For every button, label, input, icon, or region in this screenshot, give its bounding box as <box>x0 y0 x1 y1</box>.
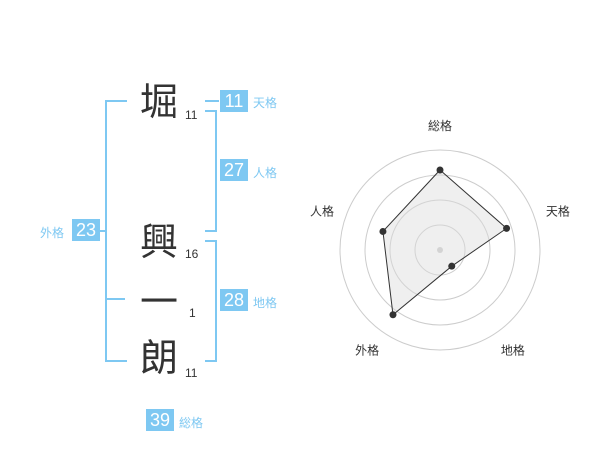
jinkaku-bracket <box>205 110 217 232</box>
radar-point-4 <box>389 311 397 319</box>
name-char-3: 一 <box>140 280 179 324</box>
stroke-count-2: 16 <box>185 247 199 261</box>
gaikaku-value-box: 23 <box>72 219 100 241</box>
gaikaku-bracket <box>105 100 127 362</box>
radar-axis-label-5: 人格 <box>310 204 334 219</box>
radar-grid-ring <box>389 199 491 301</box>
gaikaku-split <box>105 298 125 300</box>
soukaku-value-box: 39 <box>146 409 174 431</box>
radar-axis-label-4: 外格 <box>355 342 379 357</box>
radar-point-5 <box>379 227 387 235</box>
stroke-count-4: 11 <box>185 366 198 380</box>
gaikaku-connector <box>98 230 106 232</box>
radar-point-2 <box>503 224 511 232</box>
jinkaku-label: 人格 <box>253 166 278 180</box>
radar-point-1 <box>436 166 444 174</box>
radar-data-polygon <box>382 169 508 316</box>
radar-point-3 <box>448 262 456 270</box>
chikaku-bracket <box>205 240 217 362</box>
name-char-1: 堀 <box>140 80 179 124</box>
tenkaku-label: 天格 <box>253 96 278 110</box>
soukaku-label: 総格 <box>179 416 204 430</box>
chikaku-value-box: 28 <box>220 289 248 311</box>
radar-axis-label-3: 地格 <box>501 342 525 357</box>
name-char-4: 朗 <box>140 336 179 380</box>
radar-center-dot <box>437 247 443 253</box>
gaikaku-label: 外格 <box>40 226 65 240</box>
jinkaku-value-box: 27 <box>220 159 248 181</box>
stroke-count-1: 11 <box>185 108 198 122</box>
name-char-2: 興 <box>140 220 179 264</box>
tenkaku-value-box: 11 <box>220 90 248 112</box>
radar-grid-ring <box>364 174 516 326</box>
stroke-count-3: 1 <box>189 306 196 320</box>
radar-grid-ring <box>414 224 466 276</box>
radar-axis-label-1: 総格 <box>428 118 452 133</box>
radar-axis-label-2: 天格 <box>546 204 570 219</box>
tenkaku-line <box>205 100 219 102</box>
chikaku-label: 地格 <box>253 296 278 310</box>
